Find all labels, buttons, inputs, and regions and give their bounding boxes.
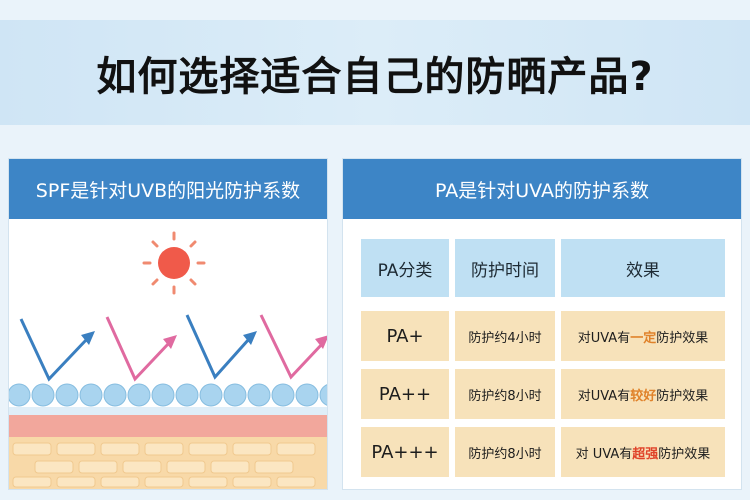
uvb-arrow-icon bbox=[185, 314, 251, 380]
effect-text: 对UVA有 bbox=[577, 388, 631, 404]
uva-arrow-icon bbox=[259, 314, 325, 380]
effect-highlight: 较好 bbox=[630, 388, 657, 404]
effect-cell: 对 UVA有超强防护效果 bbox=[561, 427, 725, 477]
pa-table: PA分类 防护时间 效果 PA+ 防护约4小时 对UVA有一定防护效果 PA++… bbox=[361, 239, 725, 479]
uva-arrow-icon bbox=[105, 316, 171, 382]
column-header-time: 防护时间 bbox=[455, 239, 555, 297]
sun-icon bbox=[142, 231, 206, 295]
page-title: 如何选择适合自己的防晒产品? bbox=[96, 53, 654, 100]
pa-level-cell: PA+ bbox=[361, 311, 449, 361]
effect-highlight: 超强 bbox=[632, 446, 659, 462]
uvb-arrow-icon bbox=[19, 318, 89, 382]
title-band: 如何选择适合自己的防晒产品? bbox=[0, 20, 750, 125]
spf-panel-header: SPF是针对UVB的阳光防护系数 bbox=[9, 159, 327, 219]
effect-text: 对 UVA有 bbox=[575, 446, 633, 462]
effect-highlight: 一定 bbox=[630, 330, 657, 346]
effect-cell: 对UVA有较好防护效果 bbox=[561, 369, 725, 419]
column-header-effect: 效果 bbox=[561, 239, 725, 297]
pa-level-cell: PA+++ bbox=[361, 427, 449, 477]
pa-level-cell: PA++ bbox=[361, 369, 449, 419]
protection-time-cell: 防护约4小时 bbox=[455, 311, 555, 361]
effect-text: 防护效果 bbox=[656, 388, 709, 404]
pa-panel: PA是针对UVA的防护系数 PA分类 防护时间 效果 PA+ 防护约4小时 对U… bbox=[342, 158, 742, 490]
effect-cell: 对UVA有一定防护效果 bbox=[561, 311, 725, 361]
column-header-pa-class: PA分类 bbox=[361, 239, 449, 297]
protection-time-cell: 防护约8小时 bbox=[455, 427, 555, 477]
effect-text: 防护效果 bbox=[658, 446, 711, 462]
pa-panel-header: PA是针对UVA的防护系数 bbox=[343, 159, 741, 219]
skin-cell-icon bbox=[9, 383, 327, 407]
spf-panel: SPF是针对UVB的阳光防护系数 bbox=[8, 158, 328, 490]
skin-illustration bbox=[9, 219, 327, 489]
effect-text: 防护效果 bbox=[656, 330, 709, 346]
protection-time-cell: 防护约8小时 bbox=[455, 369, 555, 419]
effect-text: 对UVA有 bbox=[577, 330, 631, 346]
